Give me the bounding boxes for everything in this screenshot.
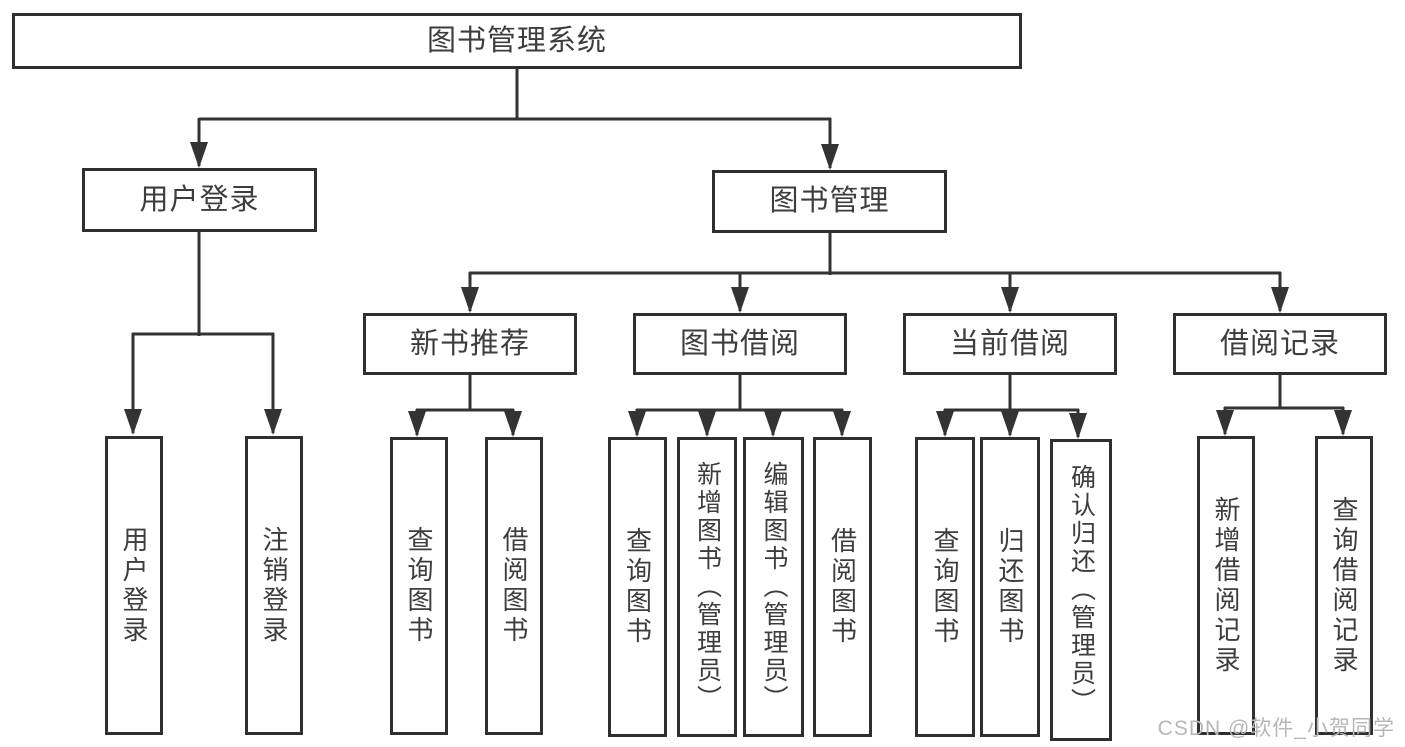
leaf-query-books-borrow: 查询图书 [608, 437, 667, 737]
leaf-add-books-admin: 新增图书（管理员） [677, 437, 737, 737]
leaf-add-borrow-record: 新增借阅记录 [1197, 436, 1255, 735]
leaf-return-books: 归还图书 [980, 437, 1040, 737]
node-new-book-recommend: 新书推荐 [363, 313, 577, 375]
watermark: CSDN @软件_小贺同学 [1157, 717, 1395, 740]
node-book-borrowing: 图书借阅 [633, 313, 847, 375]
leaf-logout: 注销登录 [245, 436, 303, 735]
node-book-management: 图书管理 [712, 170, 947, 233]
leaf-borrow-books: 借阅图书 [813, 437, 872, 737]
leaf-user-login: 用户登录 [105, 436, 163, 735]
leaf-borrow-books-recommend: 借阅图书 [485, 437, 543, 735]
node-library-management-system: 图书管理系统 [12, 13, 1022, 69]
node-borrow-records: 借阅记录 [1173, 313, 1387, 375]
leaf-query-books-recommend: 查询图书 [390, 437, 448, 735]
node-current-borrowing: 当前借阅 [903, 313, 1117, 375]
leaf-query-books-current: 查询图书 [915, 437, 975, 737]
leaf-confirm-return-admin: 确认归还（管理员） [1050, 439, 1112, 741]
leaf-query-borrow-record: 查询借阅记录 [1315, 436, 1373, 735]
node-user-login: 用户登录 [82, 168, 317, 232]
leaf-edit-books-admin: 编辑图书（管理员） [743, 437, 804, 737]
